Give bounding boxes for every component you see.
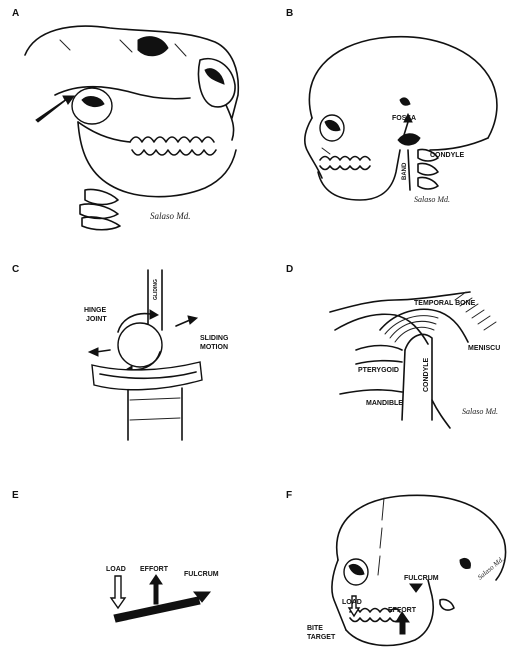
- label-fulcrum-e: FULCRUM: [184, 571, 219, 578]
- panel-c-drawing: [89, 270, 202, 440]
- panel-c-letter: C: [12, 264, 19, 275]
- panel-e: E LOAD EFFORT FULCRUM: [12, 490, 219, 622]
- label-joint: JOINT: [86, 316, 107, 323]
- panel-e-lever-drawing: [111, 575, 210, 622]
- label-effort-e: EFFORT: [140, 566, 169, 573]
- panel-a-letter: A: [12, 8, 19, 19]
- label-gliding: GLIDING: [153, 279, 159, 300]
- label-condyle-b: CONDYLE: [430, 152, 465, 159]
- label-condyle-d: CONDYLE: [423, 357, 430, 392]
- panel-b-letter: B: [286, 8, 293, 19]
- label-fossa: FOSSA: [392, 115, 416, 122]
- label-pterygoid: PTERYGOID: [358, 367, 399, 374]
- load-arrow: [111, 576, 125, 608]
- panel-b: B FOSSA CONDYL: [286, 8, 497, 204]
- label-sliding: SLIDING: [200, 335, 229, 342]
- panel-c: C HINGE JOINT SLIDING MOTIO: [12, 264, 229, 440]
- panel-e-letter: E: [12, 490, 19, 501]
- label-motion: MOTION: [200, 344, 228, 351]
- label-target: TARGET: [307, 634, 336, 641]
- panel-d-letter: D: [286, 264, 293, 275]
- panel-f-signature: Salaso Md.: [476, 555, 505, 582]
- label-bite: BITE: [307, 625, 323, 632]
- label-mandible: MANDIBLE: [366, 400, 403, 407]
- panel-a-signature: Salaso Md.: [150, 211, 191, 221]
- panel-a-skull-drawing: [25, 26, 238, 230]
- panel-d: D TEMPORAL BONE MENISCU PTERYGOID CONDYL…: [286, 264, 500, 428]
- label-band: BAND: [402, 162, 408, 180]
- panel-b-signature: Salaso Md.: [414, 195, 450, 204]
- effort-arrow: [150, 575, 162, 604]
- label-temporal-bone: TEMPORAL BONE: [414, 300, 476, 307]
- label-meniscus: MENISCU: [468, 345, 500, 352]
- label-hinge: HINGE: [84, 307, 107, 314]
- label-load-e: LOAD: [106, 566, 126, 573]
- panel-f-skull-drawing: [332, 495, 506, 645]
- panel-f-letter: F: [286, 490, 292, 501]
- panel-a: A: [12, 8, 238, 230]
- label-fulcrum-f: FULCRUM: [404, 575, 439, 582]
- label-effort-f: EFFORT: [388, 607, 417, 614]
- panel-d-signature: Salaso Md.: [462, 407, 498, 416]
- panel-f: F FULCRUM LOAD EFFORT: [286, 490, 506, 645]
- label-load-f: LOAD: [342, 599, 362, 606]
